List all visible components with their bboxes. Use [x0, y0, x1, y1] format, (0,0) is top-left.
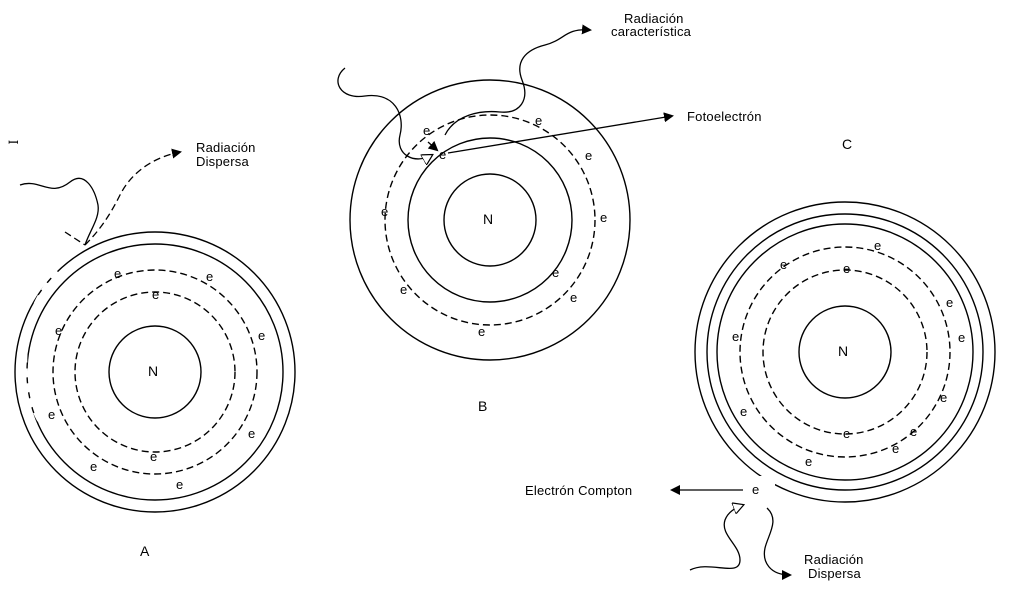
atom-c-electron: e	[843, 262, 850, 275]
atom-c-compton-electron: e	[752, 483, 759, 496]
atom-c-electron: e	[780, 258, 787, 271]
atom-b-electron-drop-arrow	[428, 142, 437, 150]
atom-c-incident-photon-wave	[690, 505, 743, 570]
atom-a-electron: e	[206, 270, 213, 283]
atom-b-electron: e	[535, 114, 542, 127]
atom-a-electron: e	[258, 329, 265, 342]
atom-c-electron: e	[958, 331, 965, 344]
atom-a-electron: e	[248, 427, 255, 440]
atom-a-electron: e	[114, 267, 121, 280]
atom-c-nucleus-label: N	[838, 345, 848, 358]
atom-b-incident-photon-wave	[338, 68, 432, 159]
atom-a-electron: e	[55, 324, 62, 337]
atom-c-scatter-label-line1: Radiación	[804, 553, 864, 566]
atom-a-scatter-path	[85, 152, 180, 245]
atom-a-scatter-label-line2: Dispersa	[196, 155, 249, 168]
atom-b-electron: e	[400, 283, 407, 296]
atom-b-photoelectron-arrow	[448, 116, 672, 153]
atom-a-electron: e	[176, 478, 183, 491]
atom-c-electron: e	[940, 391, 947, 404]
atom-c-caption: C	[842, 138, 852, 151]
atom-c-electron: e	[805, 455, 812, 468]
atom-c-electron: e	[892, 442, 899, 455]
atom-a-incident-dashed	[65, 232, 85, 245]
atom-a-electron: e	[48, 408, 55, 421]
atom-b-electron: e	[600, 211, 607, 224]
atom-b-nucleus-label: N	[483, 213, 493, 226]
atom-a-electron: e	[150, 450, 157, 463]
atom-b-electron: e	[585, 149, 592, 162]
atom-c-electron: e	[946, 296, 953, 309]
atom-b-electron: e	[381, 205, 388, 218]
atom-b-electron: e	[552, 266, 559, 279]
atom-a-electron: e	[90, 460, 97, 473]
atom-b-photoelectron-label: Fotoelectrón	[687, 110, 762, 123]
atom-a-nucleus-label: N	[148, 365, 158, 378]
atom-b-electron: e	[423, 124, 430, 137]
atom-c-electron: e	[740, 405, 747, 418]
atom-a-electron: e	[152, 288, 159, 301]
atom-c-scatter-wave	[764, 508, 790, 575]
atom-b-characteristic-label-line2: característica	[611, 25, 691, 38]
atom-b-caption: B	[478, 400, 488, 413]
atom-b-electron: e	[439, 148, 446, 161]
atom-a-incident-photon-wave	[20, 178, 98, 245]
atom-c-scatter-label-line2: Dispersa	[808, 567, 861, 580]
atom-c-compton-label: Electrón Compton	[525, 484, 632, 497]
atom-b-electron: e	[570, 291, 577, 304]
atom-a-corner-mark: ꟷ	[8, 136, 19, 149]
atom-a-scatter-label-line1: Radiación	[196, 141, 256, 154]
atom-c-electron: e	[874, 239, 881, 252]
atom-c-electron: e	[910, 425, 917, 438]
atom-c-electron: e	[732, 330, 739, 343]
atom-b-electron: e	[478, 325, 485, 338]
atom-a-caption: A	[140, 545, 150, 558]
atom-c-electron: e	[843, 427, 850, 440]
